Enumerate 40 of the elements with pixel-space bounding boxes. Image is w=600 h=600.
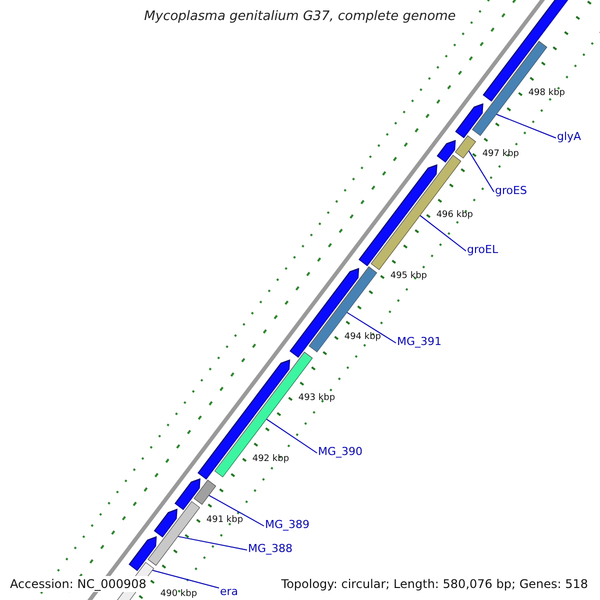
gene-label: MG_388 (248, 542, 293, 556)
tick-label: 491 kbp (206, 514, 244, 527)
footer-note: Accession: NC_000908 (8, 576, 148, 592)
tick-label: 492 kbp (252, 452, 290, 466)
gene-bar (148, 501, 200, 566)
gene-block (358, 164, 438, 266)
tick-label: 494 kbp (344, 330, 382, 344)
gene-block (128, 536, 157, 572)
gene-block (154, 508, 178, 538)
tick-label: 493 kbp (298, 392, 336, 405)
gene-block (174, 478, 200, 510)
gene-block (290, 268, 360, 358)
gene-block (198, 359, 290, 480)
leader-line (420, 214, 466, 252)
leader-line (496, 114, 556, 138)
gene-bar (194, 480, 216, 505)
tick-label: 495 kbp (390, 270, 428, 283)
gene-block (436, 140, 456, 163)
tick-label: 497 kbp (482, 148, 520, 162)
gene-label: glyA (557, 130, 582, 144)
gene-label: MG_391 (397, 335, 442, 349)
leader-line (152, 570, 220, 588)
gene-bar (472, 40, 548, 136)
footer-note: Topology: circular; Length: 580,076 bp; Genes: 518 (279, 576, 590, 592)
gene-bar (214, 352, 313, 478)
gene-label: groEL (467, 243, 498, 257)
gene-label: MG_390 (318, 445, 363, 459)
leader-line (266, 418, 318, 454)
tick-label: 496 kbp (436, 209, 474, 222)
gene-label: groES (495, 184, 527, 198)
title: Mycoplasma genitalium G37, complete genome (143, 10, 457, 24)
gene-label: MG_389 (265, 518, 310, 532)
leader-line (346, 312, 396, 344)
leader-line (177, 536, 248, 550)
tick-label: 498 kbp (528, 87, 565, 100)
gene-block (455, 103, 484, 138)
gene-label: era (220, 585, 238, 599)
tick-label: 490 kbp (160, 588, 198, 600)
gene-bar (454, 135, 476, 159)
leader-line (468, 150, 494, 192)
